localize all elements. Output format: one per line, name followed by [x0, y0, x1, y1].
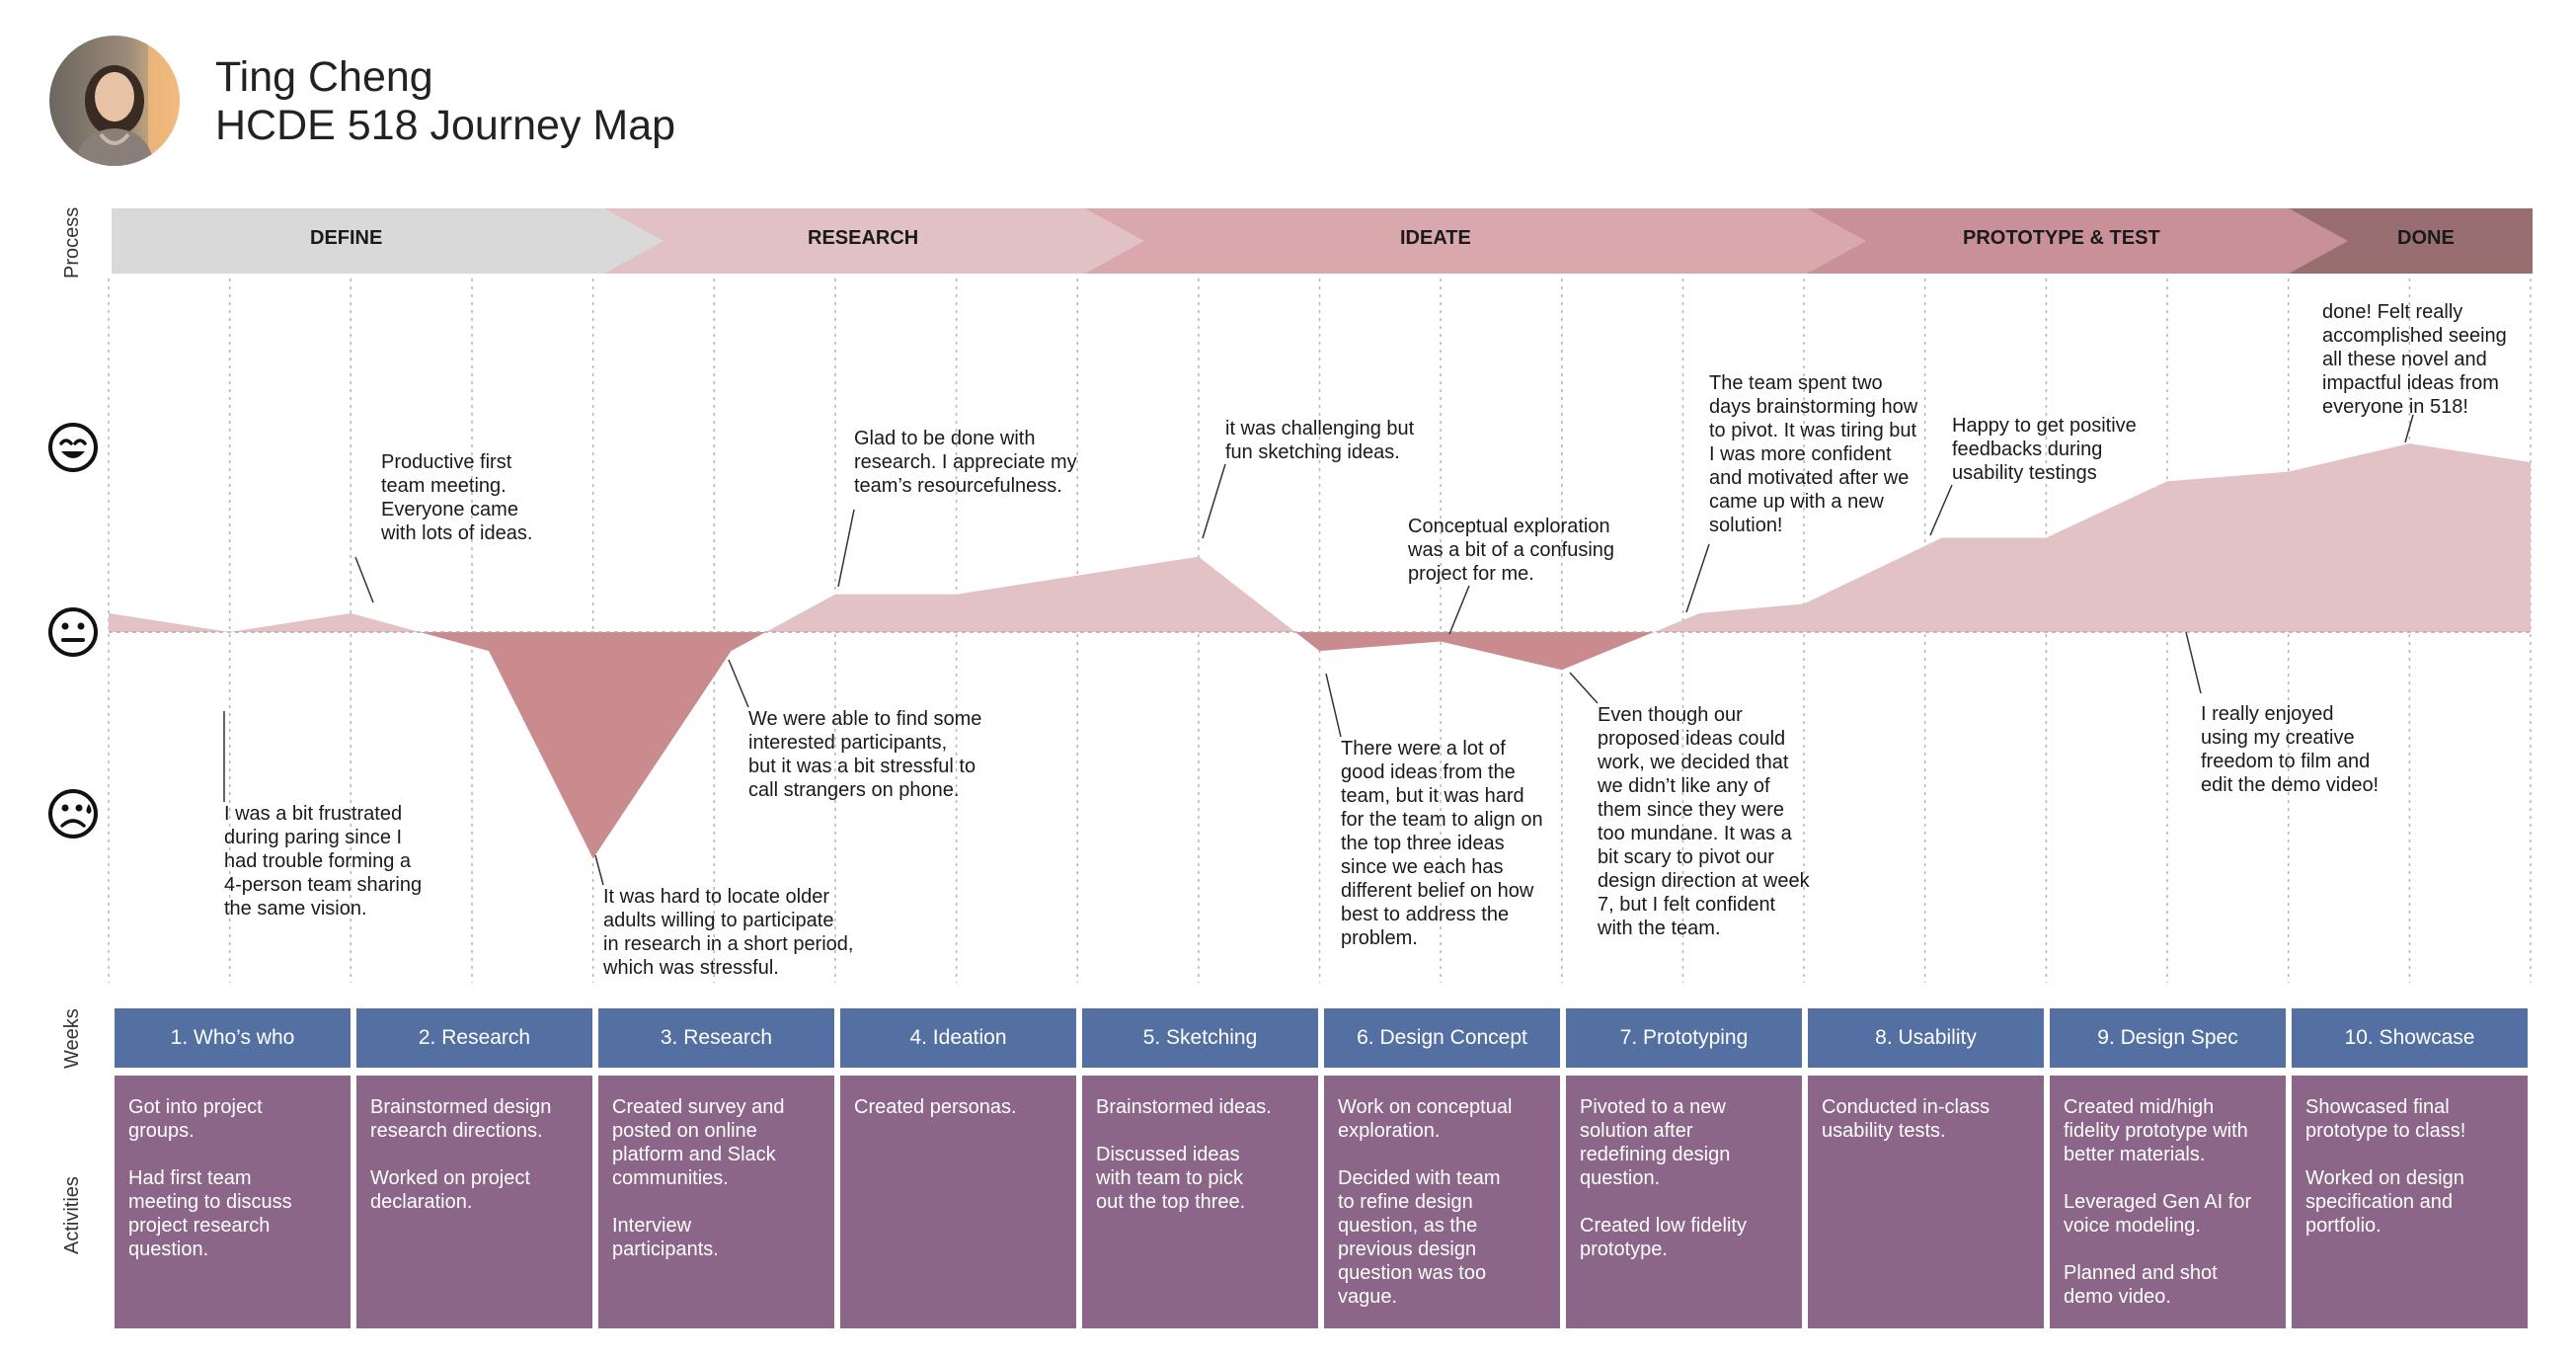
week-header: 2. Research: [356, 1008, 592, 1068]
activity-box: Conducted in-class usability tests.: [1808, 1076, 2044, 1328]
activities-row: Got into project groups. Had first team …: [115, 1076, 2534, 1328]
annotation-leader-line: [1685, 543, 1710, 613]
annotation-week3-glad: Glad to be done with research. I appreci…: [854, 428, 1077, 497]
annotation-week6-confusing: Conceptual exploration was a bit of a co…: [1408, 516, 1615, 585]
phase-research-label: RESEARCH: [808, 227, 919, 249]
week-header: 1. Who’s who: [115, 1008, 351, 1068]
phase-research-arrow: [604, 208, 1144, 274]
annotation-leader-line: [2404, 414, 2414, 443]
sad-face-icon: [48, 789, 98, 839]
happy-face-icon: [48, 423, 98, 472]
week-header: 6. Design Concept: [1324, 1008, 1560, 1068]
activity-box: Showcased final prototype to class! Work…: [2292, 1076, 2528, 1328]
activities-label: Activities: [61, 1176, 83, 1254]
activity-box: Created personas.: [840, 1076, 1076, 1328]
annotation-leader-line: [837, 509, 855, 588]
activity-box: Brainstormed design research directions.…: [356, 1076, 592, 1328]
annotation-week7-pivot: Even though our proposed ideas could wor…: [1598, 704, 1810, 939]
week-header: 8. Usability: [1808, 1008, 2044, 1068]
activity-box: Pivoted to a new solution after redefini…: [1566, 1076, 1802, 1328]
positive-emotion-area: [109, 443, 2531, 632]
process-phases: [112, 208, 2533, 274]
week-header: 7. Prototyping: [1566, 1008, 1802, 1068]
activity-box: Created survey and posted on online plat…: [598, 1076, 834, 1328]
page-title: HCDE 518 Journey Map: [215, 102, 676, 149]
person-name: Ting Cheng: [215, 53, 433, 101]
annotation-week10-done: done! Felt really accomplished seeing al…: [2322, 301, 2507, 418]
annotation-leader-line: [1448, 585, 1470, 635]
activity-box: Got into project groups. Had first team …: [115, 1076, 351, 1328]
phase-ideate-label: IDEATE: [1400, 227, 1471, 249]
negative-emotion-area: [109, 632, 2531, 859]
emotion-curve-chart: [108, 279, 2532, 983]
weeks-label: Weeks: [61, 1008, 83, 1069]
annotation-leader-line: [728, 659, 749, 708]
neutral-face-icon: [48, 607, 98, 657]
week-header: 4. Ideation: [840, 1008, 1076, 1068]
phase-prototype-label: PROTOTYPE & TEST: [1963, 227, 2160, 249]
annotation-leader-line: [354, 556, 374, 603]
activity-box: Brainstormed ideas. Discussed ideas with…: [1082, 1076, 1318, 1328]
annotation-week5-sketching: it was challenging but fun sketching ide…: [1225, 418, 1415, 463]
phase-done-label: DONE: [2397, 227, 2455, 249]
week-header: 5. Sketching: [1082, 1008, 1318, 1068]
phase-define-label: DEFINE: [310, 227, 383, 249]
annotation-leader-line: [1202, 463, 1226, 539]
annotation-week7-brainstorm: The team spent two days brainstorming ho…: [1709, 372, 1918, 536]
annotation-leader-line: [1569, 672, 1599, 704]
annotation-week5-align: There were a lot of good ideas from the …: [1341, 738, 1543, 949]
annotation-week3-found-participants: We were able to find some interested par…: [748, 708, 982, 801]
annotation-leader-line: [594, 854, 604, 886]
activity-box: Work on conceptual exploration. Decided …: [1324, 1076, 1560, 1328]
annotation-week8-feedback: Happy to get positive feedbacks during u…: [1952, 415, 2137, 484]
activity-box: Created mid/high fidelity prototype with…: [2050, 1076, 2286, 1328]
phase-ideate-arrow: [1085, 208, 1866, 274]
phase-done-arrow: [2269, 208, 2533, 274]
annotation-week1-frustrated: I was a bit frustrated during paring sin…: [224, 803, 423, 920]
annotation-week1-productive: Productive first team meeting. Everyone …: [381, 451, 533, 544]
annotation-leader-line: [1325, 673, 1342, 738]
phase-prototype-arrow: [1807, 208, 2348, 274]
week-header: 3. Research: [598, 1008, 834, 1068]
annotation-leader-line: [2185, 631, 2202, 694]
week-header: 10. Showcase: [2292, 1008, 2528, 1068]
annotation-leader-line: [1929, 484, 1953, 536]
week-header: 9. Design Spec: [2050, 1008, 2286, 1068]
annotation-week9-video: I really enjoyed using my creative freed…: [2201, 703, 2380, 796]
phase-define-arrow: [112, 208, 664, 274]
annotation-week2-hard-locate: It was hard to locate older adults willi…: [603, 886, 854, 979]
